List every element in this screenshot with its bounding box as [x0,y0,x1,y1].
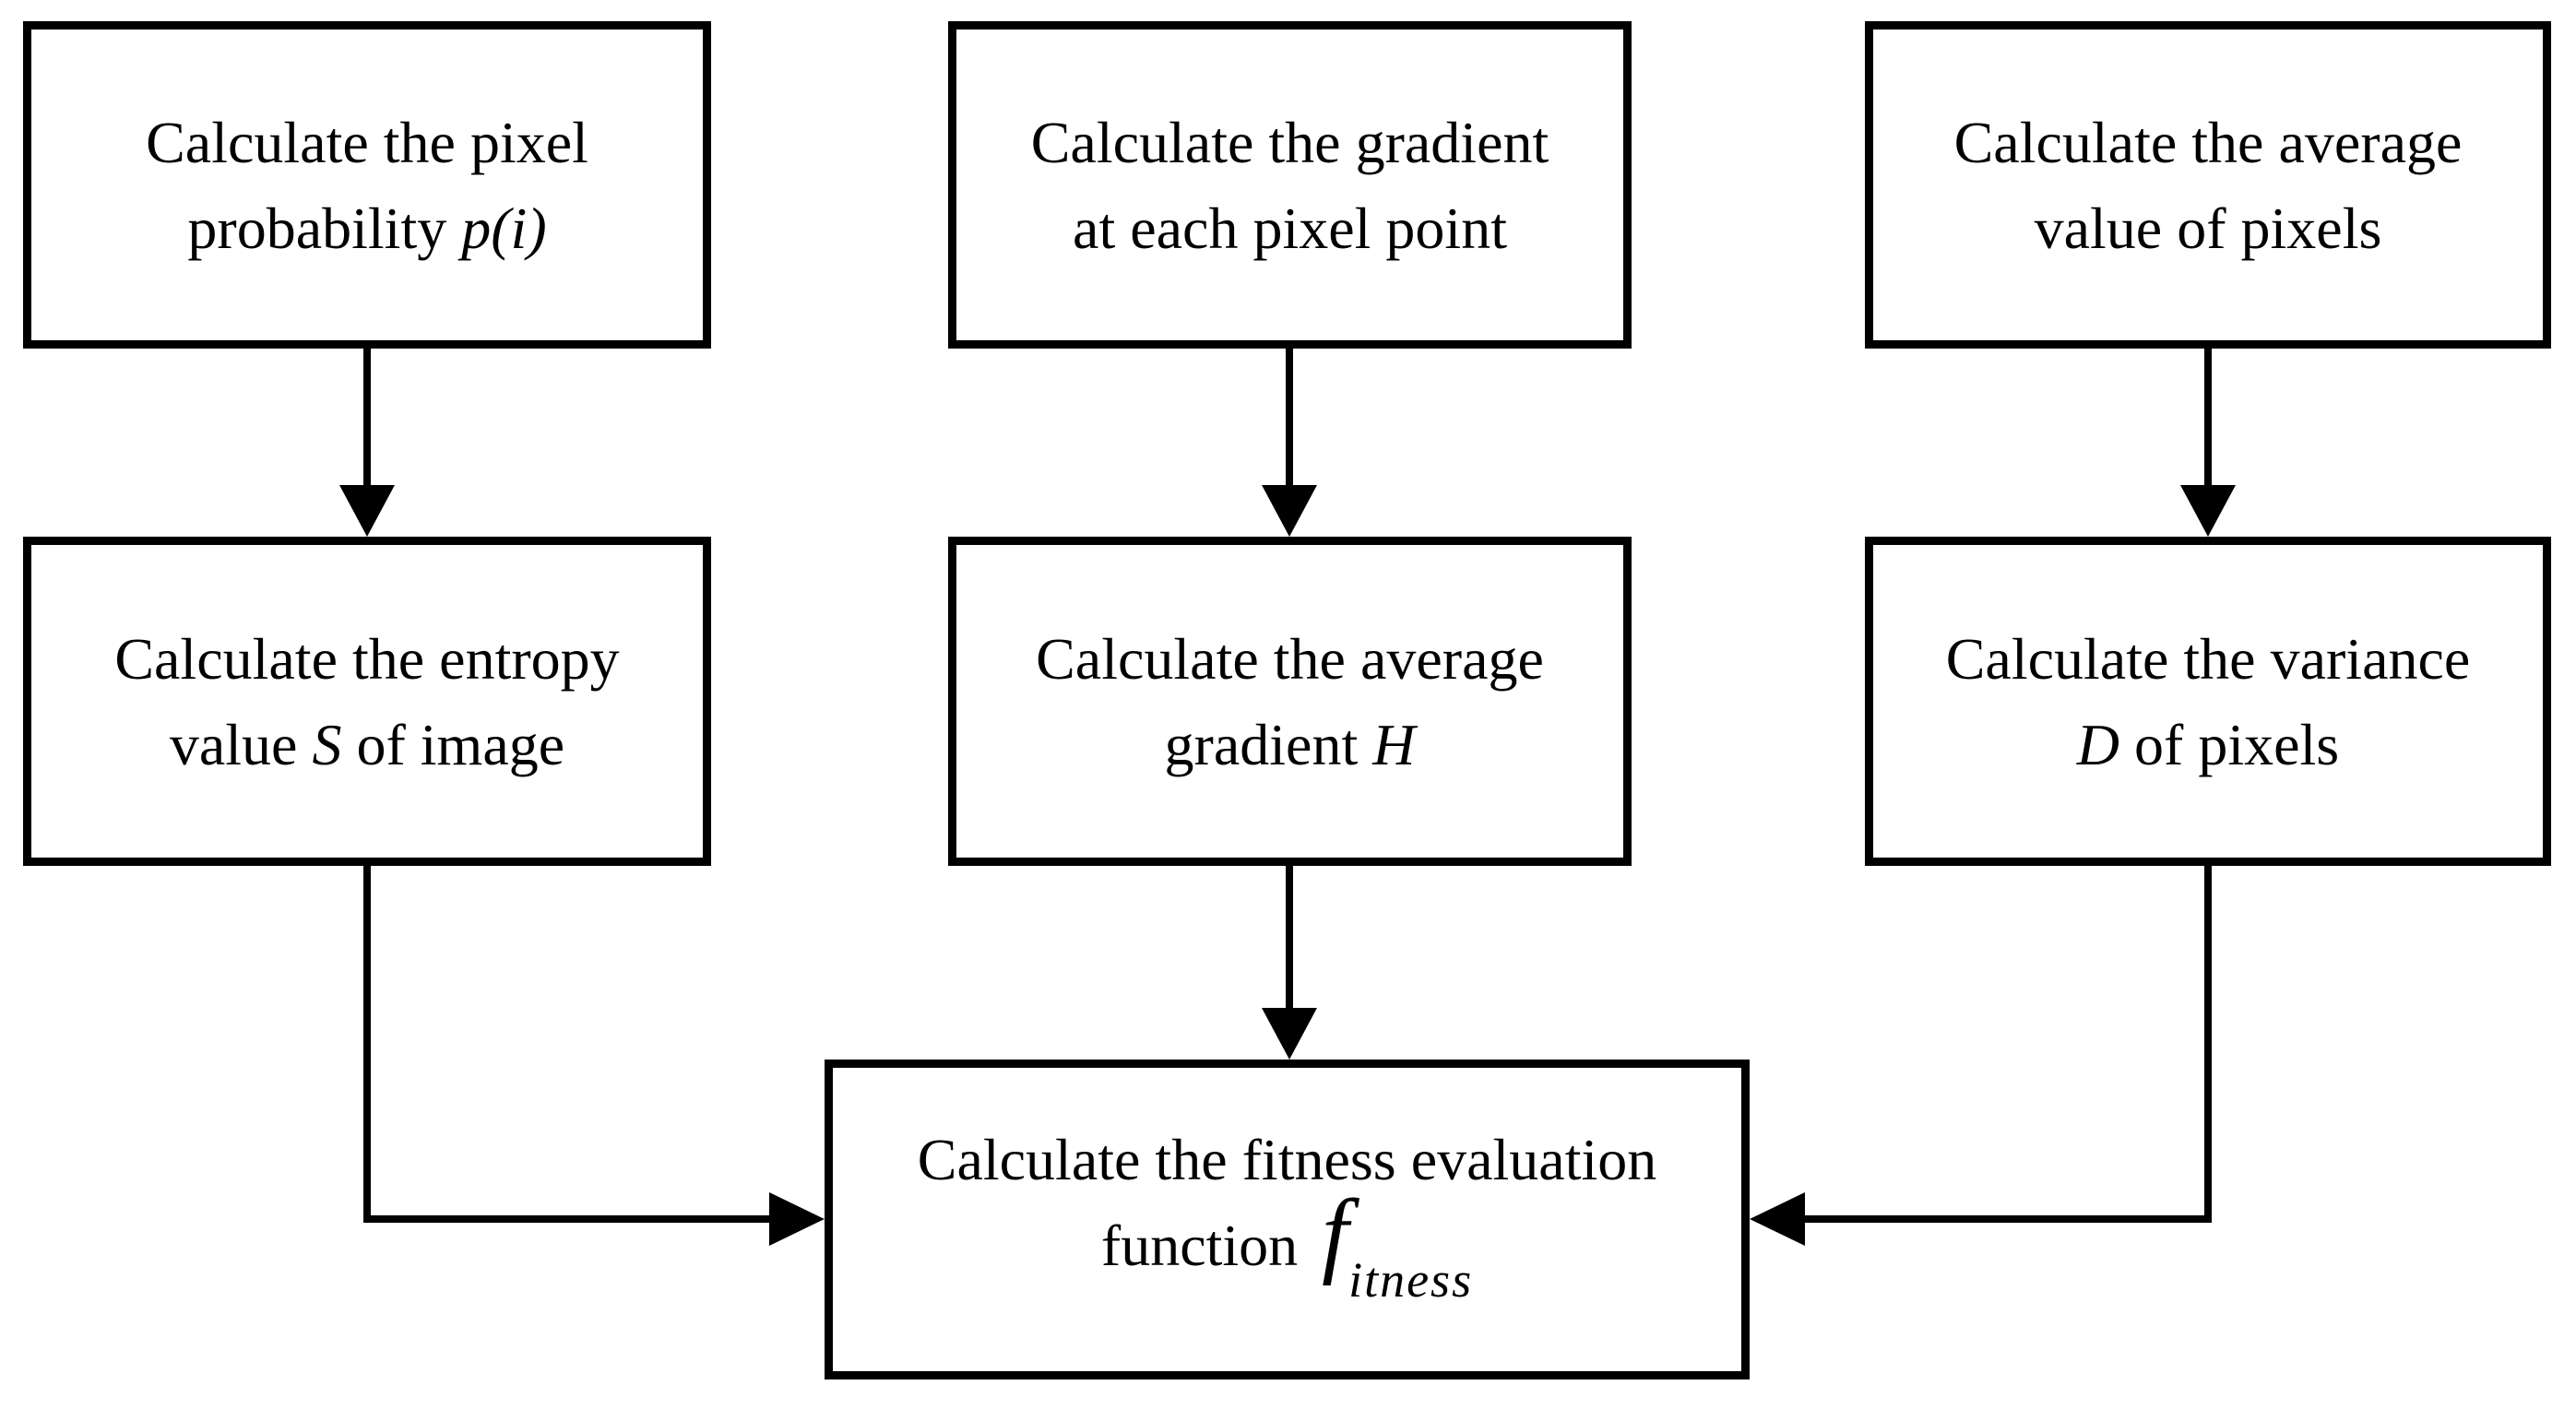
connector-f-to-g-vertical-line [2204,866,2212,1223]
box-text-line: gradient H [1164,711,1416,777]
math-variable: p(i) [461,195,547,261]
math-subscript-itness: itness [1348,1251,1474,1308]
connector-e-to-g-line [1286,866,1293,1010]
box-fitness-function: Calculate the fitness evaluation functio… [825,1060,1750,1379]
math-variable: H [1372,711,1416,777]
arrowhead-down-icon [339,485,395,537]
connector-c-to-f-line [2204,349,2212,487]
arrowhead-down-icon [2180,485,2236,537]
box-text-line: Calculate the entropy [114,625,620,692]
box-text-line: Calculate the fitness evaluation [917,1126,1657,1192]
box-text-line: function fitness [1100,1179,1474,1308]
box-gradient-each-pixel: Calculate the gradient at each pixel poi… [948,21,1632,349]
box-text-line: D of pixels [2076,711,2340,777]
box-text-line: at each pixel point [1073,195,1507,261]
arrowhead-left-icon [1750,1192,1805,1246]
box-entropy-value: Calculate the entropy value S of image [23,537,711,866]
box-text-line: value S of image [169,711,565,777]
connector-d-to-g-horizontal-line [363,1215,773,1223]
math-variable: S [312,711,342,777]
box-text-line: Calculate the variance [1945,625,2471,692]
box-text-line: Calculate the pixel [146,109,588,175]
math-variable: D [2076,711,2120,777]
arrowhead-right-icon [769,1192,825,1246]
math-variable-f: f [1322,1179,1349,1286]
box-text-line: Calculate the gradient [1030,109,1549,175]
box-text-line: value of pixels [2034,195,2382,261]
box-text-line: probability p(i) [187,195,547,261]
connector-f-to-g-horizontal-line [1803,1215,2212,1223]
arrowhead-down-icon [1262,1008,1317,1060]
connector-a-to-d-line [363,349,371,487]
box-text-line: Calculate the average [1953,109,2463,175]
box-text-line: Calculate the average [1036,625,1544,692]
box-variance: Calculate the variance D of pixels [1865,537,2551,866]
box-average-value: Calculate the average value of pixels [1865,21,2551,349]
box-average-gradient: Calculate the average gradient H [948,537,1632,866]
connector-d-to-g-vertical-line [363,866,371,1223]
arrowhead-down-icon [1262,485,1317,537]
box-pixel-probability: Calculate the pixel probability p(i) [23,21,711,349]
connector-b-to-e-line [1286,349,1293,487]
